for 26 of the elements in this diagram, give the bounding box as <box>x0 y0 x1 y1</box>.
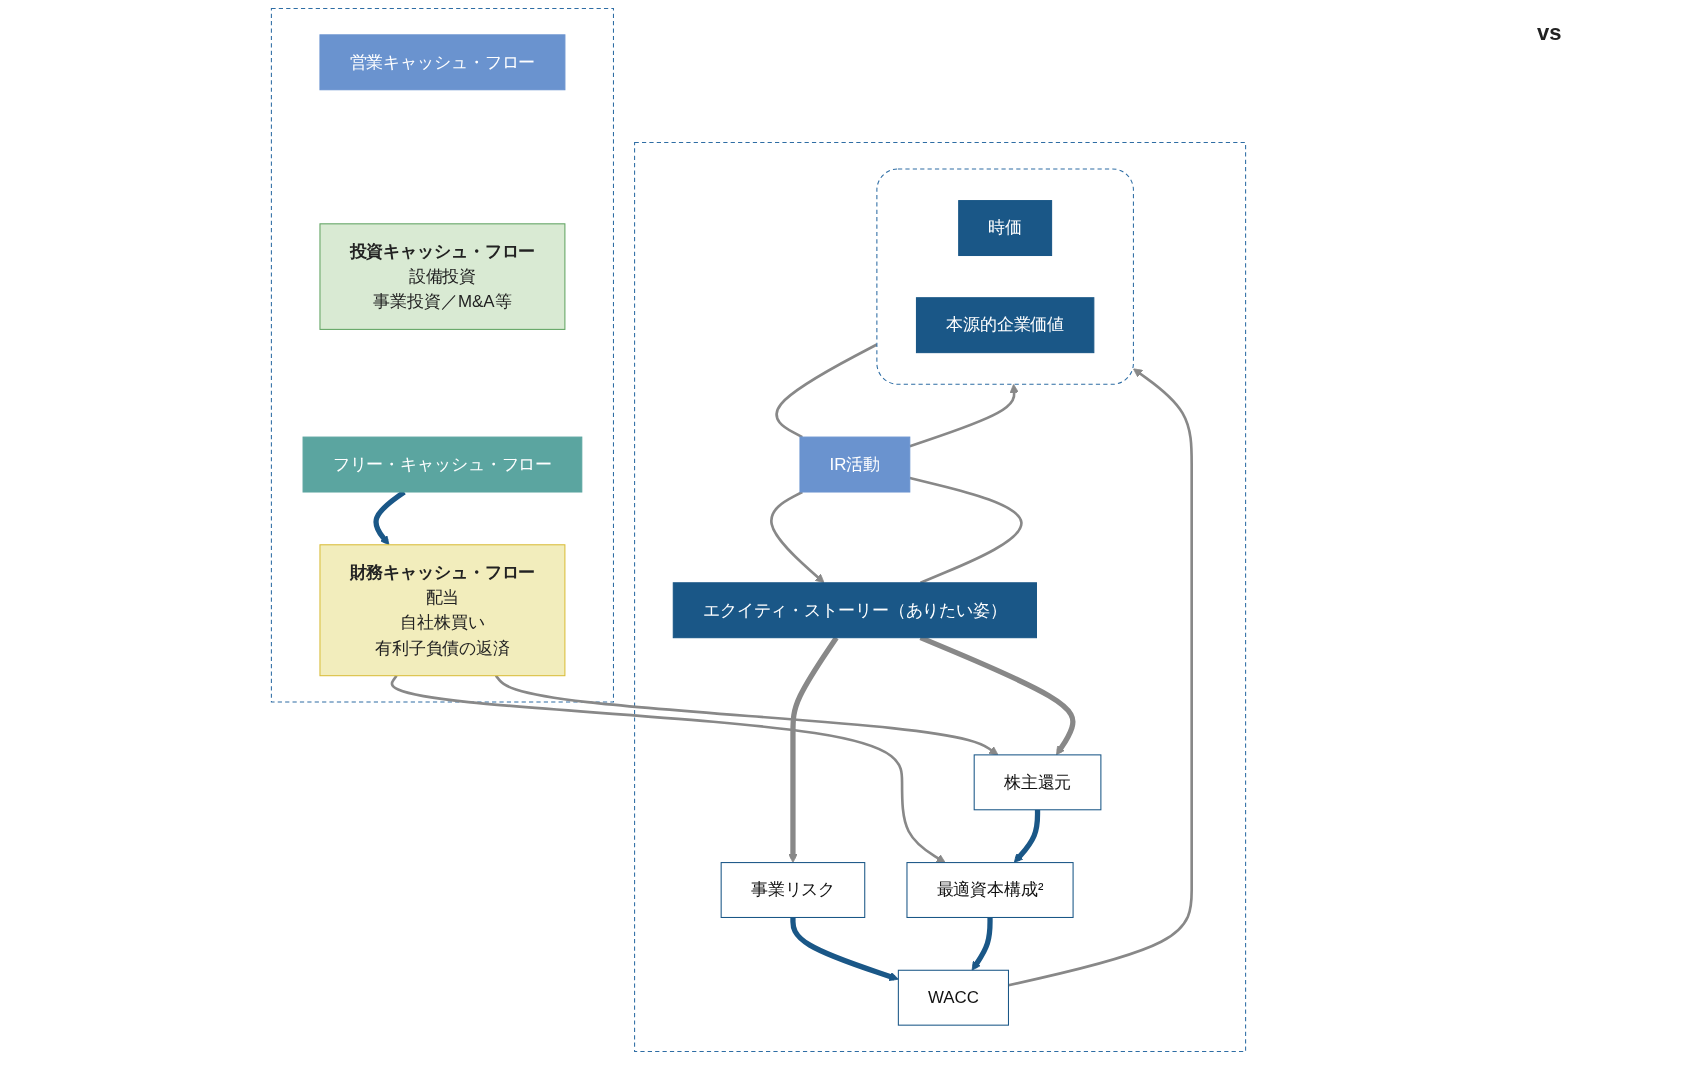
cluster <box>876 168 1134 385</box>
node-box: 本源的企業価値 <box>915 297 1095 354</box>
arrow <box>770 490 825 584</box>
cluster <box>634 142 1247 1053</box>
arrow <box>909 383 1019 448</box>
node-box: 事業リスク <box>720 862 866 918</box>
node-box: WACC <box>897 969 1009 1026</box>
arrow <box>1008 368 1193 987</box>
arrow <box>971 917 993 971</box>
arrow <box>391 674 946 863</box>
arrow <box>1013 809 1041 863</box>
comparison-label: vs <box>1537 20 1563 46</box>
node-box: 株主還元 <box>973 754 1102 811</box>
connector <box>909 476 1023 584</box>
node-box: 財務キャッシュ・フロー 配当 自社株買い 有利子負債の返済 <box>319 544 566 677</box>
arrow <box>494 674 999 756</box>
cluster <box>270 7 614 703</box>
node-box: IR活動 <box>799 436 911 493</box>
arrow <box>790 917 899 981</box>
node-box: エクイティ・ストーリー（ありたい姿） <box>672 582 1037 639</box>
node-box: 時価 <box>958 200 1053 257</box>
node-box: 営業キャッシュ・フロー <box>319 34 566 91</box>
arrow <box>788 636 839 863</box>
node-box: 投資キャッシュ・フロー 設備投資 事業投資／M&A等 <box>319 223 566 330</box>
node-box: 最適資本構成² <box>906 862 1074 918</box>
node-box: フリー・キャッシュ・フロー <box>302 436 583 493</box>
